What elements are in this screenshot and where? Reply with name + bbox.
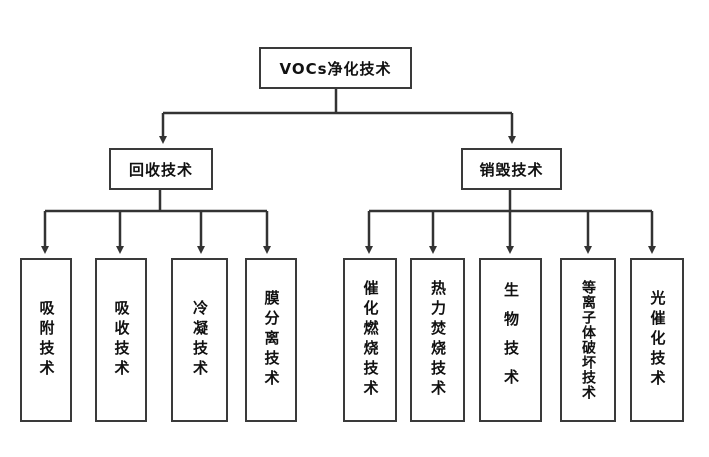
leaf-membrane: 膜分离技术: [245, 258, 297, 422]
leaf-adsorption-label: 吸附技术: [37, 300, 56, 380]
root-node: VOCs净化技术: [259, 47, 412, 89]
leaf-photo-label: 光催化技术: [648, 290, 667, 390]
leaf-absorption: 吸收技术: [95, 258, 147, 422]
leaf-bio: 生物技术: [479, 258, 542, 422]
destruction-node: 销毁技术: [461, 148, 562, 190]
leaf-plasma-label: 等离子体破坏技术: [580, 280, 596, 400]
recovery-node: 回收技术: [109, 148, 213, 190]
recovery-label: 回收技术: [128, 160, 193, 179]
leaf-catalytic: 催化燃烧技术: [343, 258, 397, 422]
leaf-bio-label: 生物技术: [502, 282, 520, 398]
leaf-adsorption: 吸附技术: [20, 258, 72, 422]
leaf-catalytic-label: 催化燃烧技术: [361, 280, 380, 400]
leaf-condensation-label: 冷凝技术: [191, 300, 209, 380]
leaf-thermal: 热力焚烧技术: [410, 258, 465, 422]
leaf-condensation: 冷凝技术: [171, 258, 228, 422]
leaf-photo: 光催化技术: [630, 258, 684, 422]
leaf-absorption-label: 吸收技术: [112, 300, 131, 380]
leaf-membrane-label: 膜分离技术: [262, 290, 281, 390]
destruction-label: 销毁技术: [479, 160, 544, 179]
leaf-plasma: 等离子体破坏技术: [560, 258, 616, 422]
leaf-thermal-label: 热力焚烧技术: [429, 280, 447, 400]
root-label: VOCs净化技术: [279, 59, 392, 78]
